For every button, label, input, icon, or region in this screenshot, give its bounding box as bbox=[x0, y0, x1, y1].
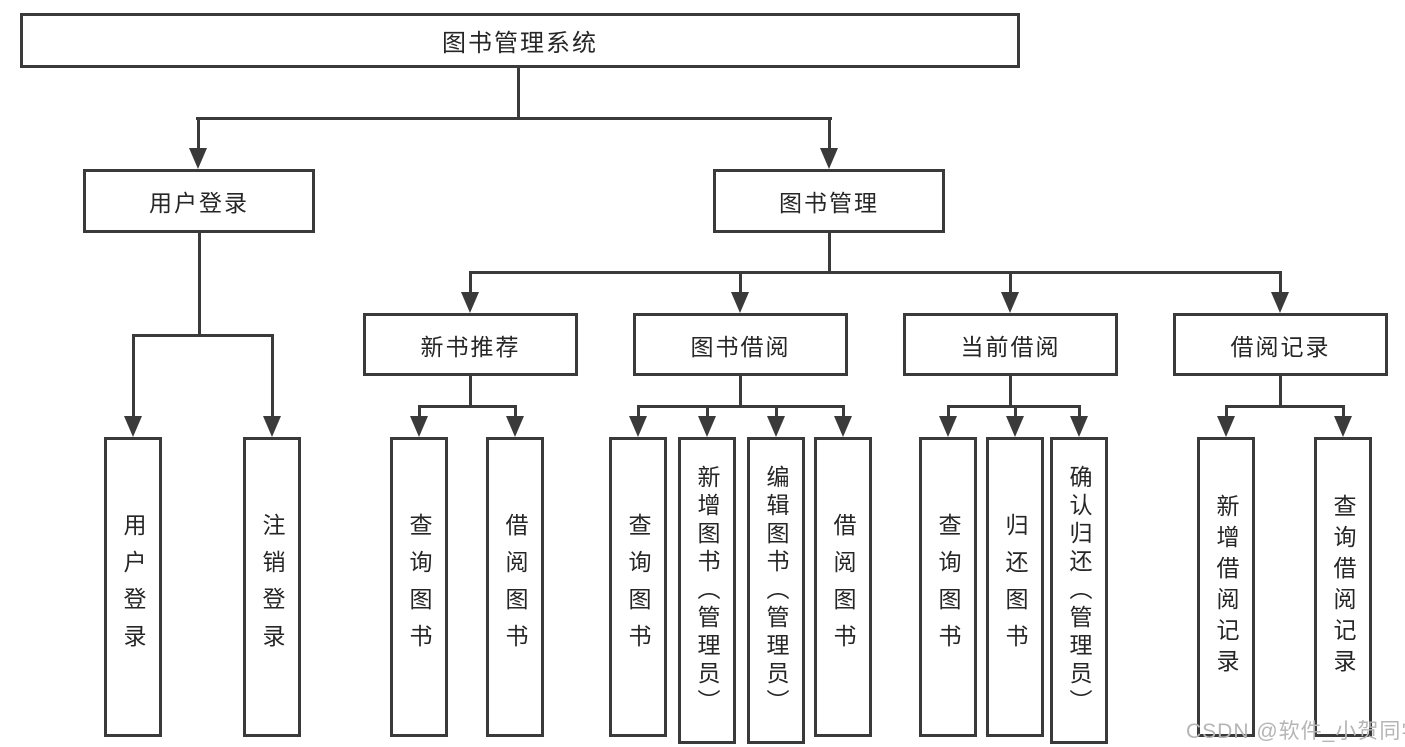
node-borrow-records: 借阅记录 bbox=[1173, 313, 1388, 376]
arrowhead-down-icon bbox=[124, 416, 142, 437]
arrowhead-down-icon bbox=[731, 292, 749, 313]
arrowhead-down-icon bbox=[767, 416, 785, 437]
connector-line bbox=[828, 117, 831, 150]
connector-line bbox=[517, 68, 520, 119]
connector-line bbox=[1078, 405, 1081, 418]
node-library-system: 图书管理系统 bbox=[20, 13, 1020, 68]
arrowhead-down-icon bbox=[189, 148, 207, 169]
arrowhead-down-icon bbox=[1070, 416, 1088, 437]
node-book-borrowing: 图书借阅 bbox=[633, 313, 848, 376]
leaf-borrow-books-recommend: 借阅图书 bbox=[486, 437, 544, 737]
connector-line bbox=[1014, 405, 1017, 418]
connector-line bbox=[1279, 376, 1282, 407]
connector-line bbox=[637, 405, 845, 408]
leaf-search-books-current: 查询图书 bbox=[919, 437, 977, 737]
arrowhead-down-icon bbox=[410, 416, 428, 437]
arrowhead-down-icon bbox=[1001, 292, 1019, 313]
leaf-search-books-borrowing: 查询图书 bbox=[609, 437, 667, 737]
connector-line bbox=[739, 376, 742, 407]
connector-line bbox=[198, 233, 201, 336]
arrowhead-down-icon bbox=[461, 292, 479, 313]
arrowhead-down-icon bbox=[834, 416, 852, 437]
arrowhead-down-icon bbox=[506, 416, 524, 437]
arrowhead-down-icon bbox=[629, 416, 647, 437]
leaf-search-books-recommend: 查询图书 bbox=[390, 437, 448, 737]
arrowhead-down-icon bbox=[939, 416, 957, 437]
leaf-confirm-return-admin: 确认归还（管理员） bbox=[1050, 437, 1108, 744]
node-current-borrowing: 当前借阅 bbox=[903, 313, 1118, 376]
node-user-login-module: 用户登录 bbox=[83, 169, 315, 233]
connector-line bbox=[132, 334, 135, 418]
arrowhead-down-icon bbox=[263, 416, 281, 437]
connector-line bbox=[947, 405, 950, 418]
connector-line bbox=[469, 271, 1282, 274]
leaf-return-books: 归还图书 bbox=[986, 437, 1044, 737]
connector-line bbox=[1225, 405, 1345, 408]
connector-line bbox=[828, 233, 831, 273]
leaf-borrow-books-borrowing: 借阅图书 bbox=[814, 437, 872, 737]
leaf-edit-books-admin: 编辑图书（管理员） bbox=[747, 437, 805, 744]
connector-line bbox=[637, 405, 640, 418]
leaf-add-books-admin: 新增图书（管理员） bbox=[678, 437, 736, 744]
arrowhead-down-icon bbox=[1334, 416, 1352, 437]
leaf-add-borrow-record: 新增借阅记录 bbox=[1197, 437, 1255, 737]
connector-line bbox=[418, 405, 517, 408]
connector-line bbox=[132, 334, 274, 337]
arrowhead-down-icon bbox=[1217, 416, 1235, 437]
connector-line bbox=[706, 405, 709, 418]
connector-line bbox=[197, 117, 200, 150]
arrowhead-down-icon bbox=[1006, 416, 1024, 437]
connector-line bbox=[271, 334, 274, 418]
leaf-search-borrow-record: 查询借阅记录 bbox=[1314, 437, 1372, 737]
connector-line bbox=[739, 271, 742, 295]
connector-line bbox=[469, 376, 472, 407]
arrowhead-down-icon bbox=[1271, 292, 1289, 313]
watermark-csdn: CSDN @软件_小贺同学 bbox=[1186, 720, 1405, 743]
node-book-management-module: 图书管理 bbox=[713, 169, 945, 233]
leaf-logout: 注销登录 bbox=[243, 437, 301, 737]
connector-line bbox=[1009, 376, 1012, 407]
arrowhead-down-icon bbox=[698, 416, 716, 437]
connector-line bbox=[418, 405, 421, 418]
connector-line bbox=[842, 405, 845, 418]
connector-line bbox=[196, 117, 832, 120]
connector-line bbox=[514, 405, 517, 418]
connector-line bbox=[1009, 271, 1012, 295]
connector-line bbox=[775, 405, 778, 418]
arrowhead-down-icon bbox=[820, 148, 838, 169]
connector-line bbox=[1342, 405, 1345, 418]
node-new-book-recommend: 新书推荐 bbox=[363, 313, 578, 376]
connector-line bbox=[469, 271, 472, 295]
leaf-user-login: 用户登录 bbox=[104, 437, 162, 737]
connector-line bbox=[1225, 405, 1228, 418]
connector-line bbox=[1279, 271, 1282, 295]
